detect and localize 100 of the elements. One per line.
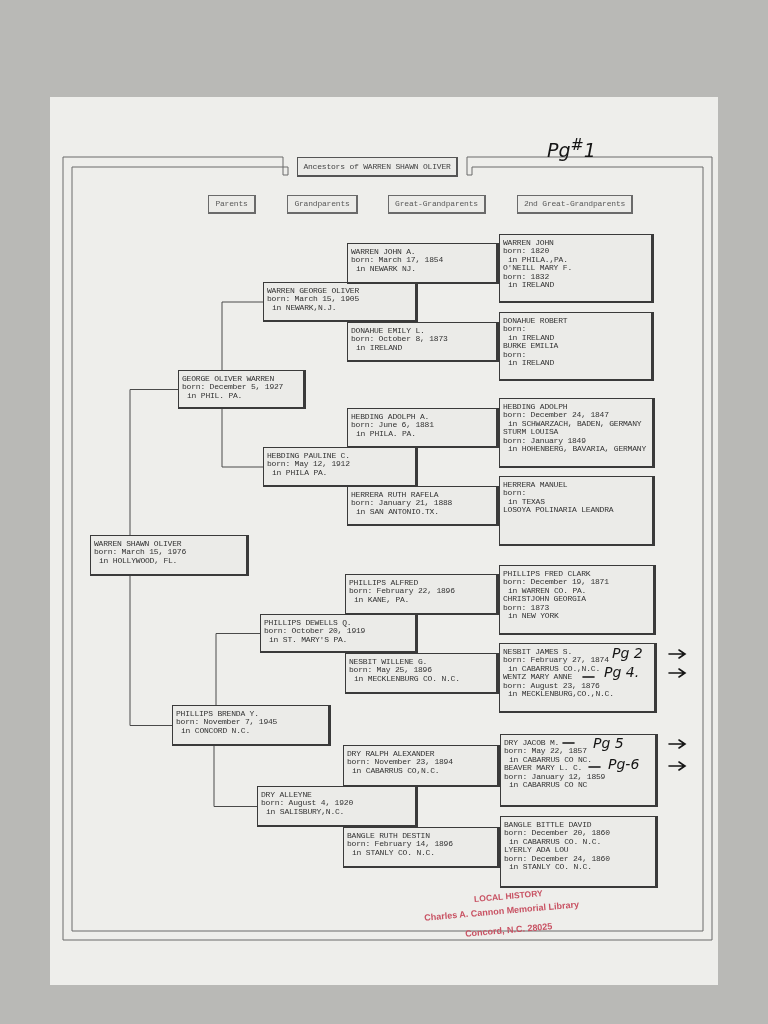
person-name: BANGLE BITTLE DAVID (504, 821, 592, 830)
connector-line (221, 408, 264, 468)
birth-place: in IRELAND (508, 281, 554, 290)
connector-line (213, 745, 258, 807)
heading-box (388, 195, 486, 214)
person-name: CHRISTJOHN GEORGIA (503, 595, 586, 604)
person-box (347, 322, 499, 362)
birth-place: in PHIL. PA. (187, 391, 243, 401)
person-name: WARREN JOHN (503, 239, 554, 248)
birth-place: in HOHENBERG, BAVARIA, GERMANY (508, 445, 647, 454)
stamp-text: Concord, N.C. 28025 (464, 922, 553, 939)
person-name: LYERLY ADA LOU (504, 846, 569, 855)
birth-date: born: (503, 489, 526, 498)
person-box (347, 243, 499, 284)
birth-date: born: October 20, 1919 (264, 627, 366, 636)
connector-line (129, 575, 173, 726)
person-name: LOSOYA POLINARIA LEANDRA (503, 506, 614, 515)
person-box (500, 816, 658, 888)
handwritten-note: Pg 5 (593, 736, 624, 750)
birth-date: born: 1832 (503, 272, 549, 282)
birth-place: in MECKLENBURG,CO.,N.C. (508, 690, 614, 699)
person-box (172, 705, 331, 746)
birth-date: born: February 22, 1896 (349, 587, 455, 596)
birth-place: in KANE, PA. (354, 595, 410, 605)
person-box (500, 734, 658, 807)
person-name: HEBDING PAULINE C. (267, 452, 350, 461)
handwritten-note: Pg$^{#}$1 (547, 137, 596, 161)
birth-place: in CABARRUS CO,N.C. (352, 766, 440, 776)
person-box (345, 574, 499, 615)
birth-place: in MECKLENBURG CO. N.C. (354, 674, 460, 684)
person-name: DONAHUE ROBERT (503, 317, 568, 326)
birth-date: born: December 20, 1860 (504, 829, 610, 838)
person-name: PHILLIPS DEWELLS Q. (264, 619, 352, 627)
birth-date: born: January 12, 1859 (504, 772, 606, 781)
person-box (499, 565, 656, 635)
birth-place: in IRELAND (508, 333, 554, 343)
person-box (178, 370, 306, 409)
person-box (90, 535, 249, 576)
birth-place: in CABARRUS CO. N.C. (509, 837, 602, 847)
person-name: PHILLIPS BRENDA Y. (176, 710, 259, 719)
birth-date: born: January 21, 1888 (351, 499, 453, 508)
birth-date: born: November 7, 1945 (176, 718, 278, 727)
birth-date: born: October 8, 1873 (351, 335, 448, 344)
birth-place: in CABARRUS CO.,N.C. (508, 664, 601, 674)
birth-place: in HOLLYWOOD, FL. (99, 556, 178, 566)
person-name: O'NEILL MARY F. (503, 264, 572, 273)
person-name: BEAVER MARY L. C. (504, 764, 583, 773)
birth-date: born: 1873 (503, 603, 549, 613)
birth-date: born: March 15, 1905 (267, 295, 360, 304)
birth-date: born: June 6, 1881 (351, 421, 434, 430)
birth-place: in SALISBURY,N.C. (266, 807, 345, 817)
person-name: NESBIT JAMES S. (503, 648, 572, 657)
birth-date: born: May 22, 1857 (504, 747, 587, 756)
birth-place: in TEXAS (508, 497, 545, 507)
person-box (499, 398, 655, 468)
person-name: HERRERA MANUEL (503, 481, 568, 490)
person-name: WARREN SHAWN OLIVER (94, 540, 182, 549)
column-heading: Grandparents (294, 199, 350, 209)
person-box (499, 476, 655, 546)
birth-place: in PHILA. PA. (356, 429, 416, 439)
birth-place: in CABARRUS CO NC (509, 781, 588, 790)
heading-box (517, 195, 633, 214)
person-box (263, 282, 418, 322)
birth-date: born: December 24, 1860 (504, 854, 610, 864)
person-box (499, 312, 654, 381)
birth-date: born: November 23, 1894 (347, 758, 453, 767)
person-name: BURKE EMILIA (503, 342, 559, 351)
person-name: WARREN JOHN A. (351, 248, 416, 257)
heading-box (287, 195, 358, 214)
birth-date: born: March 15, 1976 (94, 548, 187, 557)
person-name: HEBDING ADOLPH (503, 403, 568, 412)
birth-place: in IRELAND (356, 343, 402, 353)
person-box (499, 643, 657, 713)
chart-title: Ancestors of WARREN SHAWN OLIVER (297, 157, 458, 177)
birth-date: born: March 17, 1854 (351, 256, 444, 265)
birth-date: born: May 12, 1912 (267, 460, 350, 469)
connector-line (129, 389, 179, 536)
person-name: PHILLIPS ALFRED (349, 579, 418, 588)
birth-place: in NEWARK NJ. (356, 264, 416, 274)
birth-date: born: (503, 350, 526, 360)
person-box (347, 486, 499, 526)
connector-line (221, 301, 264, 371)
birth-place: in PHILA PA. (272, 468, 328, 478)
birth-place: in CABARRUS CO NC. (509, 755, 592, 765)
birth-place: in SAN ANTONIO.TX. (356, 507, 439, 517)
birth-date: born: January 1849 (503, 436, 586, 445)
birth-place: in CONCORD N.C. (181, 726, 250, 736)
handwritten-note: Pg 2 (612, 646, 643, 660)
handwritten-note: Pg 4. (604, 665, 640, 679)
birth-place: in PHILA.,PA. (508, 255, 568, 265)
birth-place: in SCHWARZACH, BADEN, GERMANY (508, 419, 642, 429)
person-box (343, 745, 500, 787)
person-name: GEORGE OLIVER WARREN (182, 375, 275, 384)
heading-box (208, 195, 256, 214)
person-name: DRY JACOB M. (504, 739, 560, 748)
birth-date: born: August 4, 1920 (261, 799, 354, 808)
person-box (347, 408, 499, 448)
person-name: NESBIT WILLENE G. (349, 658, 428, 667)
person-name: BANGLE RUTH DESTIN (347, 832, 430, 841)
column-heading: Parents (215, 199, 248, 209)
